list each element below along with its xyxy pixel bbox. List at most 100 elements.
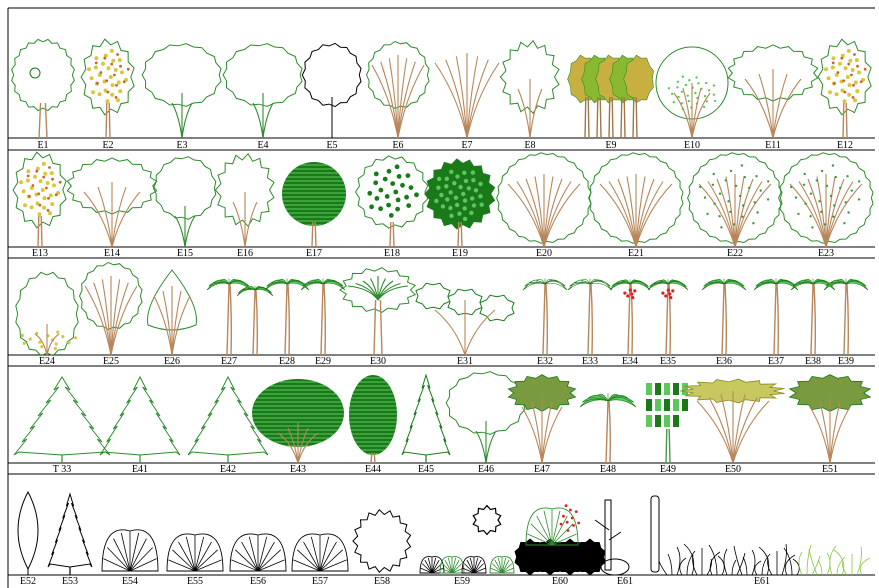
- tree-symbol-3-13: [701, 278, 747, 356]
- tree-label: E47: [534, 464, 550, 475]
- tree-symbol-3-6: [300, 278, 346, 356]
- tree-label: E10: [684, 140, 700, 151]
- tree-symbol-1-1: [11, 38, 75, 139]
- tree-label: E48: [600, 464, 616, 475]
- tree-symbol-3-9: [522, 278, 568, 356]
- tree-label: E6: [392, 140, 403, 151]
- tree-symbol-4-12: [788, 374, 872, 464]
- tree-symbol-3-3: [147, 269, 197, 356]
- tree-symbol-1-5: [301, 42, 362, 138]
- tree-label: E21: [628, 248, 644, 259]
- tree-symbol-1-4: [222, 43, 303, 139]
- tree-label: E26: [164, 356, 180, 367]
- tree-label: E19: [452, 248, 468, 259]
- tree-label: E51: [822, 464, 838, 475]
- tree-label: E3: [176, 140, 187, 151]
- tree-label: E8: [524, 140, 535, 151]
- tree-label: E28: [279, 356, 295, 367]
- tree-label: E12: [837, 140, 853, 151]
- tree-label: E16: [237, 248, 253, 259]
- tree-symbol-1-8: [499, 39, 560, 139]
- tree-symbol-5-5: [229, 533, 287, 572]
- tree-symbol-4-1: [13, 376, 111, 463]
- tree-symbol-5-11: [658, 543, 871, 576]
- tree-label: E60: [552, 576, 568, 587]
- tree-symbol-5-2: [47, 492, 93, 575]
- tree-label: E13: [32, 248, 48, 259]
- tree-symbol-3-10: [567, 278, 613, 356]
- tree-label: E29: [315, 356, 331, 367]
- tree-symbol-5-1: [17, 490, 39, 575]
- tree-symbol-3-12: [647, 279, 689, 356]
- tree-symbol-4-10: [646, 383, 688, 464]
- tree-label: E52: [20, 576, 36, 587]
- tree-symbol-3-5: [264, 278, 310, 356]
- tree-symbol-3-8: [415, 282, 515, 356]
- tree-label: E46: [478, 464, 494, 475]
- tree-label: E61: [617, 576, 633, 587]
- tree-label: E59: [454, 576, 470, 587]
- tree-label: E18: [384, 248, 400, 259]
- tree-symbol-3-16: [823, 278, 869, 356]
- tree-symbol-3-1: [15, 271, 79, 357]
- tree-symbol-4-11: [680, 378, 785, 464]
- tree-symbol-5-6: [291, 533, 349, 572]
- tree-label: E44: [365, 464, 381, 475]
- tree-symbol-5-8: [419, 504, 515, 574]
- tree-symbol-4-3: [187, 375, 269, 463]
- tree-label: E58: [374, 576, 390, 587]
- tree-label: E45: [418, 464, 434, 475]
- tree-symbols: [11, 38, 874, 576]
- tree-label: E20: [536, 248, 552, 259]
- tree-symbol-4-6: [401, 373, 451, 463]
- tree-label: E39: [838, 356, 854, 367]
- tree-symbol-4-4: [252, 379, 344, 464]
- tree-symbol-4-9: [579, 393, 637, 464]
- tree-label: E7: [461, 140, 472, 151]
- tree-symbol-4-2: [99, 375, 181, 463]
- tree-label: E42: [220, 464, 236, 475]
- tree-label: E30: [370, 356, 386, 367]
- tree-label: E34: [622, 356, 638, 367]
- tree-label: E38: [805, 356, 821, 367]
- tree-symbol-5-4: [166, 533, 224, 572]
- sheet-frame: [7, 7, 875, 588]
- tree-symbol-2-6: [355, 155, 429, 248]
- tree-symbol-2-9: [588, 152, 684, 248]
- tree-label: E2: [102, 140, 113, 151]
- tree-label: E57: [312, 576, 328, 587]
- tree-label: E31: [457, 356, 473, 367]
- tree-label: E41: [132, 464, 148, 475]
- tree-label: E50: [725, 464, 741, 475]
- tree-symbol-3-4: [206, 278, 274, 356]
- tree-label: E53: [62, 576, 78, 587]
- tree-symbol-2-1: [12, 151, 67, 248]
- tree-label: E23: [818, 248, 834, 259]
- tree-label: E54: [122, 576, 138, 587]
- tree-symbol-2-11: [778, 152, 874, 248]
- tree-symbol-3-7: [338, 267, 417, 356]
- tree-symbol-2-8: [496, 152, 592, 248]
- tree-symbol-1-10: [655, 46, 729, 139]
- tree-symbol-1-11: [727, 44, 819, 139]
- tree-symbol-2-3: [152, 156, 217, 248]
- tree-label: E36: [716, 356, 732, 367]
- tree-symbol-1-2: [80, 38, 135, 139]
- tree-label: E4: [257, 140, 268, 151]
- tree-symbol-5-3: [101, 529, 159, 572]
- tree-symbol-3-14: [753, 278, 799, 356]
- tree-label: E15: [177, 248, 193, 259]
- tree-label: E27: [221, 356, 237, 367]
- tree-symbol-4-5: [349, 375, 397, 464]
- tree-symbol-2-7: [424, 158, 496, 248]
- tree-symbol-5-7: [352, 509, 412, 573]
- tree-symbol-4-7: [445, 371, 526, 464]
- tree-symbol-1-3: [141, 43, 222, 139]
- tree-label: E1: [37, 140, 48, 151]
- tree-symbol-2-5: [282, 162, 346, 248]
- tree-label: E37: [768, 356, 784, 367]
- tree-symbol-1-12: [817, 38, 872, 139]
- tree-symbol-5-10: [594, 495, 660, 576]
